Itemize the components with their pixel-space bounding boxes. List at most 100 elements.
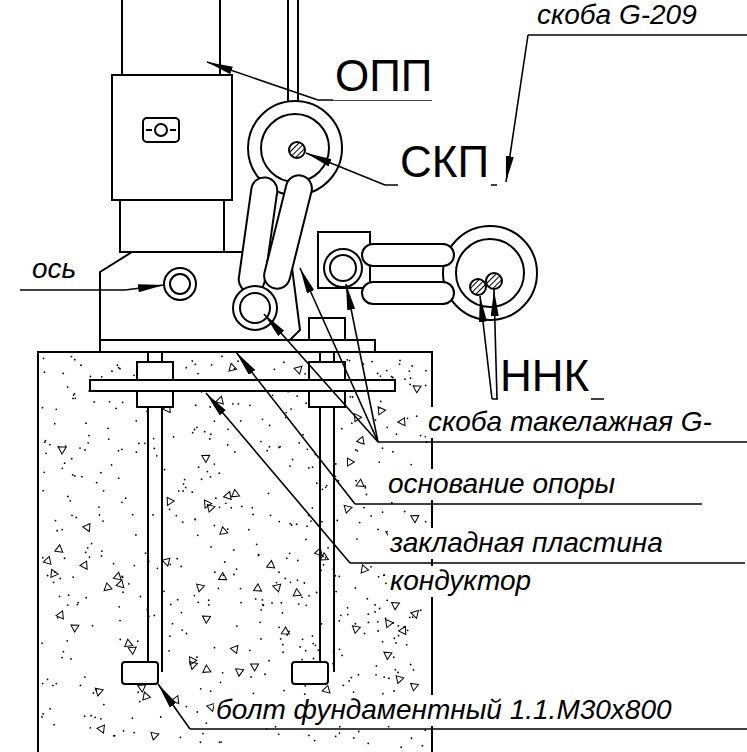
callout-label: скоба G-209	[535, 0, 699, 31]
concrete-dot	[103, 704, 105, 706]
concrete-dot	[383, 574, 385, 576]
concrete-aggregate	[398, 626, 405, 634]
concrete-dot	[215, 497, 217, 499]
concrete-dot	[313, 658, 315, 660]
concrete-dot	[57, 617, 59, 619]
concrete-dot	[284, 578, 286, 580]
concrete-aggregate	[232, 490, 242, 500]
concrete-dot	[214, 420, 216, 422]
concrete-dot	[194, 519, 196, 521]
concrete-dot	[132, 514, 134, 516]
concrete-aggregate	[82, 523, 90, 532]
concrete-dot	[89, 556, 91, 558]
concrete-dot	[262, 599, 264, 601]
concrete-dot	[386, 370, 388, 372]
concrete-dot	[283, 690, 285, 692]
concrete-dot	[71, 458, 73, 460]
concrete-dot	[386, 427, 388, 429]
concrete-aggregate	[43, 555, 53, 564]
concrete-dot	[66, 640, 68, 642]
concrete-dot	[425, 370, 427, 372]
concrete-dot	[111, 464, 113, 466]
callout-label: болт фундаментный 1.1.М30х800	[214, 695, 674, 726]
concrete-dot	[289, 523, 291, 525]
concrete-dot	[391, 376, 393, 378]
concrete-dot	[312, 643, 314, 645]
concrete-dot	[42, 557, 44, 559]
concrete-dot	[122, 591, 124, 593]
concrete-dot	[182, 490, 184, 492]
concrete-dot	[371, 361, 373, 363]
concrete-dot	[183, 483, 185, 485]
concrete-dot	[132, 717, 134, 719]
concrete-dot	[310, 520, 312, 522]
concrete-aggregate	[201, 498, 212, 508]
concrete-dot	[84, 449, 86, 451]
concrete-dot	[67, 496, 69, 498]
concrete-dot	[283, 361, 285, 363]
concrete-dot	[232, 403, 234, 405]
concrete-dot	[133, 565, 135, 567]
concrete-dot	[121, 576, 123, 578]
concrete-aggregate	[378, 406, 386, 415]
concrete-aggregate	[382, 617, 393, 627]
concrete-dot	[278, 521, 280, 523]
concrete-dot	[55, 520, 57, 522]
concrete-dot	[364, 633, 366, 635]
concrete-dot	[213, 463, 215, 465]
concrete-dot	[76, 604, 78, 606]
concrete-dot	[255, 598, 257, 600]
concrete-dot	[59, 596, 61, 598]
concrete-aggregate	[344, 458, 354, 468]
concrete-dot	[184, 479, 186, 481]
concrete-dot	[296, 523, 298, 525]
concrete-dot	[62, 651, 64, 653]
concrete-aggregate	[207, 503, 216, 512]
concrete-dot	[163, 590, 165, 592]
concrete-dot	[74, 397, 76, 399]
concrete-dot	[55, 683, 57, 685]
concrete-dot	[230, 507, 232, 509]
concrete-dot	[119, 368, 121, 370]
concrete-dot	[49, 444, 51, 446]
concrete-dot	[399, 363, 401, 365]
concrete-dot	[347, 607, 349, 609]
concrete-dot	[404, 511, 406, 513]
concrete-dot	[420, 435, 422, 437]
concrete-dot	[383, 676, 385, 678]
concrete-dot	[285, 412, 287, 414]
concrete-dot	[101, 550, 103, 552]
concrete-dot	[218, 472, 220, 474]
leader-lines	[20, 35, 747, 729]
concrete-dot	[302, 434, 304, 436]
concrete-dot	[377, 528, 379, 530]
callout-label: основание опоры	[386, 469, 617, 500]
callout-label: ось	[30, 254, 78, 285]
concrete-dot	[194, 518, 196, 520]
concrete-dot	[44, 371, 46, 373]
concrete-dot	[270, 515, 272, 517]
concrete-dot	[209, 406, 211, 408]
concrete-dot	[236, 568, 238, 570]
concrete-dot	[314, 740, 316, 742]
concrete-dot	[305, 402, 307, 404]
concrete-dot	[399, 360, 401, 362]
concrete-dot	[208, 599, 210, 601]
concrete-dot	[45, 452, 47, 454]
concrete-dot	[367, 742, 369, 744]
concrete-dot	[196, 711, 198, 713]
concrete-dot	[340, 614, 342, 616]
concrete-aggregate	[187, 657, 197, 667]
concrete-dot	[194, 429, 196, 431]
concrete-aggregate	[265, 561, 275, 571]
concrete-dot	[279, 446, 281, 448]
concrete-aggregate	[389, 599, 399, 610]
concrete-dot	[103, 490, 105, 492]
concrete-dot	[98, 506, 100, 508]
concrete-dot	[339, 726, 341, 728]
concrete-dot	[111, 370, 113, 372]
concrete-dot	[99, 514, 101, 516]
concrete-dot	[370, 566, 372, 568]
concrete-dot	[335, 735, 337, 737]
concrete-dot	[312, 635, 314, 637]
